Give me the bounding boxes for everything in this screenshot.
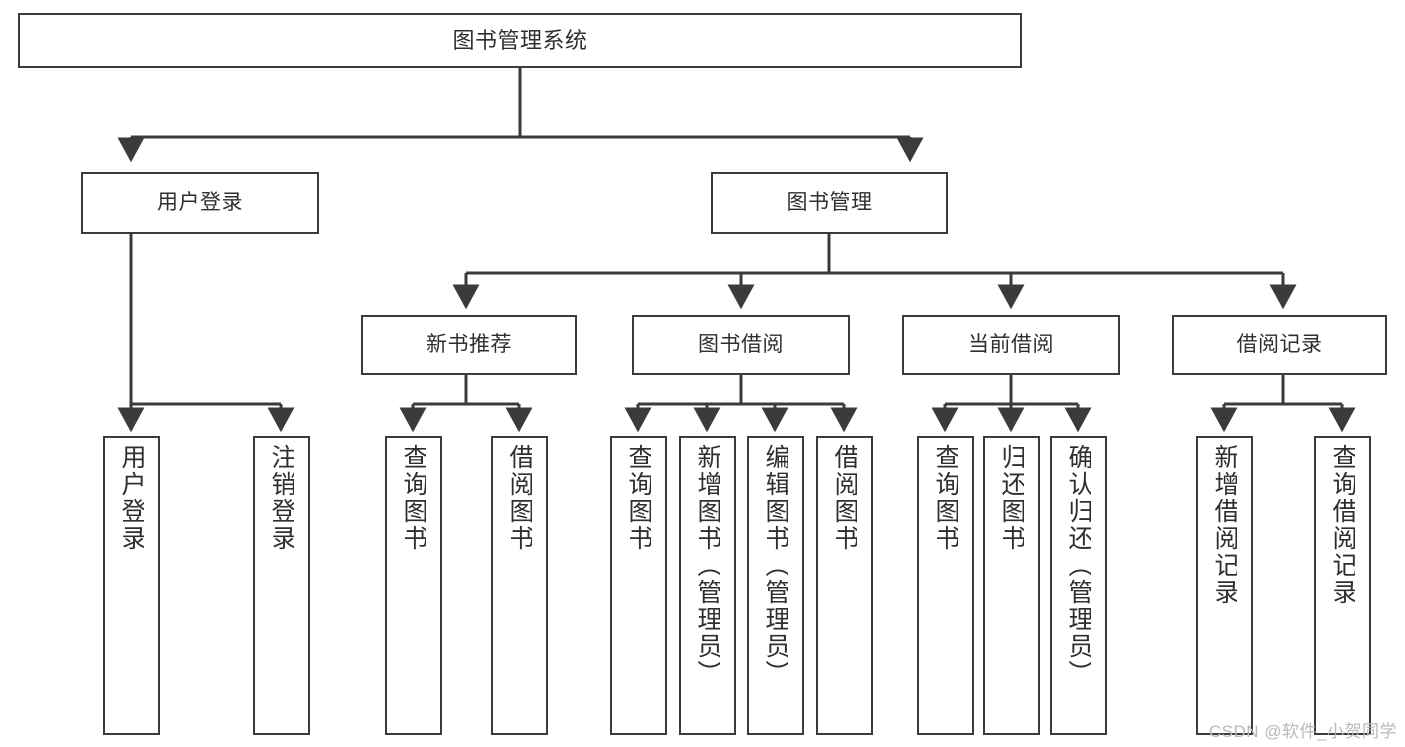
node-label: 编辑图书（管理员） <box>763 444 788 687</box>
node-label: 图书借阅 <box>698 332 784 356</box>
leaf-record-query-record[interactable]: 查询借阅记录 <box>1314 436 1371 735</box>
leaf-record-add-record[interactable]: 新增借阅记录 <box>1196 436 1253 735</box>
leaf-current-query-book[interactable]: 查询图书 <box>917 436 974 735</box>
node-label: 新增借阅记录 <box>1212 444 1237 606</box>
node-label: 图书管理 <box>786 190 873 214</box>
node-label: 查询图书 <box>933 444 958 552</box>
leaf-borrow-edit-book-admin[interactable]: 编辑图书（管理员） <box>747 436 804 735</box>
node-label: 新书推荐 <box>426 332 512 356</box>
node-label: 借阅记录 <box>1236 332 1323 356</box>
node-user-login[interactable]: 用户登录 <box>81 172 319 234</box>
node-label: 当前借阅 <box>968 332 1054 356</box>
leaf-borrow-borrow-book[interactable]: 借阅图书 <box>816 436 873 735</box>
leaf-borrow-add-book-admin[interactable]: 新增图书（管理员） <box>679 436 736 735</box>
watermark: CSDN @软件_小贺同学 <box>1208 722 1397 741</box>
node-root-system[interactable]: 图书管理系统 <box>18 13 1022 68</box>
leaf-logout-login[interactable]: 注销登录 <box>253 436 310 735</box>
node-label: 查询图书 <box>626 444 651 552</box>
node-label: 用户登录 <box>119 444 144 552</box>
node-current-borrow[interactable]: 当前借阅 <box>902 315 1120 375</box>
leaf-user-login[interactable]: 用户登录 <box>103 436 160 735</box>
node-new-book-recommend[interactable]: 新书推荐 <box>361 315 577 375</box>
node-label: 注销登录 <box>269 444 294 552</box>
leaf-recommend-borrow-book[interactable]: 借阅图书 <box>491 436 548 735</box>
node-book-borrow[interactable]: 图书借阅 <box>632 315 850 375</box>
node-label: 查询借阅记录 <box>1330 444 1355 606</box>
leaf-current-return-book[interactable]: 归还图书 <box>983 436 1040 735</box>
node-label: 用户登录 <box>157 190 243 214</box>
node-borrow-record[interactable]: 借阅记录 <box>1172 315 1387 375</box>
leaf-recommend-query-book[interactable]: 查询图书 <box>385 436 442 735</box>
node-label: 借阅图书 <box>832 444 857 552</box>
node-label: 查询图书 <box>401 444 426 552</box>
node-label: 图书管理系统 <box>452 27 588 53</box>
node-book-management[interactable]: 图书管理 <box>711 172 948 234</box>
leaf-borrow-query-book[interactable]: 查询图书 <box>610 436 667 735</box>
node-label: 借阅图书 <box>507 444 532 552</box>
node-label: 归还图书 <box>999 444 1024 552</box>
node-label: 确认归还（管理员） <box>1066 444 1091 687</box>
leaf-current-confirm-return-admin[interactable]: 确认归还（管理员） <box>1050 436 1107 735</box>
node-label: 新增图书（管理员） <box>695 444 720 687</box>
